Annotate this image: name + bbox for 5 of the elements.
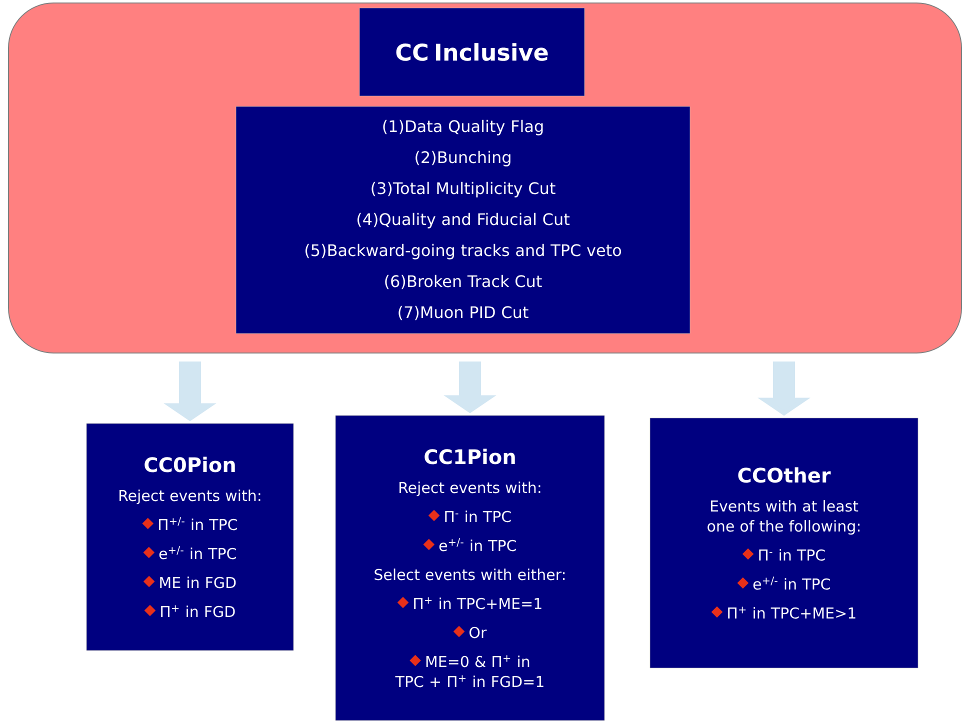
category-box: CC1Pion Reject events with: Π$^{-}$ in TPC e$^{+/-}$ in TPC Select events with either: Π$^{+}$ in TPC+ME=1 Or ME=0 & Π$^{+}$ in TPC + Π$^{+}$ in FGD=1 [335, 415, 605, 721]
category-box: CC0Pion Reject events with: Π$^{+/-}$ in TPC e$^{+/-}$ in TPC ME in FGD Π$^{+}$ in FGD [86, 423, 294, 651]
cuts-box: (1)Data Quality Flag (2)Bunching (3)Total Multiplicity Cut (4)Quality and Fiducial Cut (5)Backward-going tracks and TPC veto (6)Broken Track Cut (7)Muon PID Cut [236, 106, 690, 334]
category-box: CCOther Events with at least one of the following: Π$^{-}$ in TPC e$^{+/-}$ in TPC Π$^{+}$ in TPC+ME>1 [650, 418, 918, 668]
title-box: CC Inclusive [359, 8, 585, 96]
